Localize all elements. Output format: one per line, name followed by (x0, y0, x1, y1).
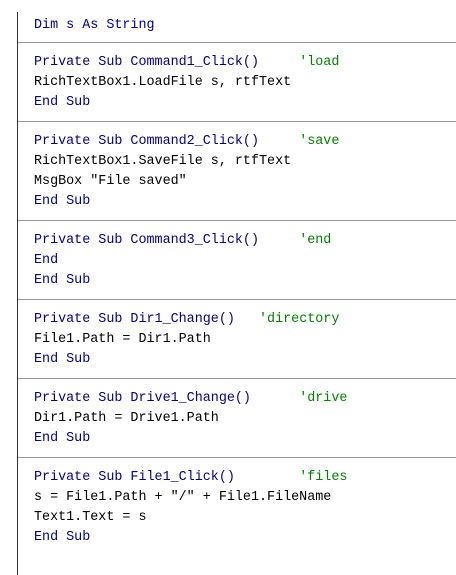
comment-gap (251, 391, 299, 406)
code-line-body[interactable]: File1.Path = Dir1.Path (34, 332, 211, 347)
code-comment: 'save (299, 134, 340, 149)
procedure-command3-click: Private Sub Command3_Click() 'end End En… (18, 221, 456, 300)
procedure-signature: Private Sub Command2_Click() (34, 134, 259, 149)
code-line-end-sub[interactable]: End Sub (34, 431, 91, 446)
code-comment: 'directory (259, 312, 340, 327)
comment-gap (259, 134, 299, 149)
code-line-signature[interactable]: Private Sub Command1_Click() 'load (34, 53, 456, 73)
code-editor[interactable]: Dim s As String Private Sub Command1_Cli… (18, 12, 456, 575)
code-line-end-sub[interactable]: End Sub (34, 352, 91, 367)
procedure-command2-click: Private Sub Command2_Click() 'save RichT… (18, 122, 456, 221)
code-line-end-sub[interactable]: End Sub (34, 194, 91, 209)
comment-gap (235, 470, 299, 485)
code-line-body[interactable]: RichTextBox1.LoadFile s, rtfText (34, 75, 292, 90)
procedure-signature: Private Sub File1_Click() (34, 470, 235, 485)
code-line-body[interactable]: s = File1.Path + "/" + File1.FileName (34, 490, 332, 505)
editor-margin-gutter[interactable] (0, 12, 18, 575)
code-line-body[interactable]: Text1.Text = s (34, 510, 147, 525)
procedure-file1-click: Private Sub File1_Click() 'files s = Fil… (18, 458, 456, 556)
code-line-end-sub[interactable]: End Sub (34, 273, 91, 288)
procedure-signature: Private Sub Command3_Click() (34, 233, 259, 248)
code-comment: 'drive (299, 391, 348, 406)
code-line-signature[interactable]: Private Sub Dir1_Change() 'directory (34, 310, 456, 330)
procedure-signature: Private Sub Command1_Click() (34, 55, 259, 70)
code-line-end-sub[interactable]: End Sub (34, 530, 91, 545)
code-line-body[interactable]: Dir1.Path = Drive1.Path (34, 411, 219, 426)
code-line-signature[interactable]: Private Sub Drive1_Change() 'drive (34, 389, 456, 409)
code-comment: 'end (299, 233, 332, 248)
code-line-end-statement[interactable]: End (34, 253, 59, 268)
code-line-body[interactable]: RichTextBox1.SaveFile s, rtfText (34, 154, 292, 169)
comment-gap (259, 55, 299, 70)
procedure-command1-click: Private Sub Command1_Click() 'load RichT… (18, 43, 456, 122)
procedure-dir1-change: Private Sub Dir1_Change() 'directory Fil… (18, 300, 456, 379)
code-line-signature[interactable]: Private Sub Command3_Click() 'end (34, 231, 456, 251)
code-line-signature[interactable]: Private Sub File1_Click() 'files (34, 468, 456, 488)
declarations-section: Dim s As String (18, 12, 456, 43)
code-line-end-sub[interactable]: End Sub (34, 95, 91, 110)
code-line-declaration[interactable]: Dim s As String (34, 18, 155, 33)
code-comment: 'load (299, 55, 340, 70)
comment-gap (235, 312, 259, 327)
code-line-body[interactable]: MsgBox "File saved" (34, 174, 187, 189)
code-comment: 'files (299, 470, 348, 485)
code-line-signature[interactable]: Private Sub Command2_Click() 'save (34, 132, 456, 152)
procedure-signature: Private Sub Dir1_Change() (34, 312, 235, 327)
procedure-signature: Private Sub Drive1_Change() (34, 391, 251, 406)
comment-gap (259, 233, 299, 248)
procedure-drive1-change: Private Sub Drive1_Change() 'drive Dir1.… (18, 379, 456, 458)
